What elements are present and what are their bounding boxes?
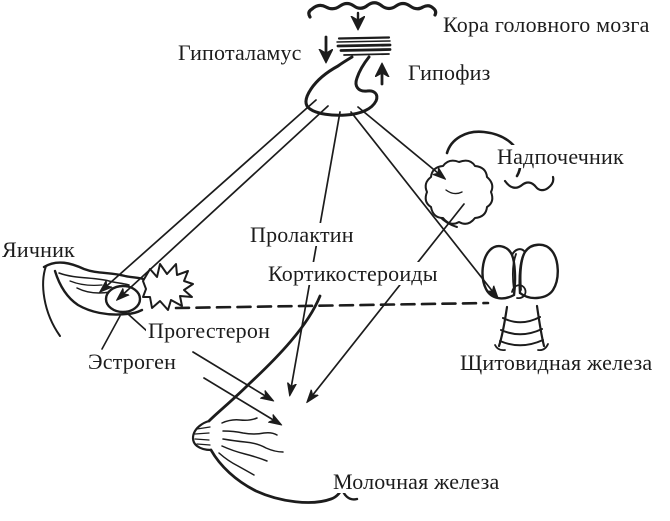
ovary-estrogen-connector (101, 315, 121, 350)
label-adrenal: Надпочечник (495, 144, 626, 169)
label-ovary: Яичник (0, 237, 77, 262)
label-estrogen: Эстроген (86, 349, 179, 374)
fimbria-icon (142, 263, 194, 311)
pituitary-to-ovary-arrow-2 (118, 105, 329, 299)
pituitary-to-ovary-arrow-1 (101, 99, 317, 291)
pituitary-to-adrenal-arrow (357, 106, 444, 178)
prolactin-arrow (290, 111, 341, 394)
corticosteroids-arrow (308, 203, 465, 401)
label-corticosteroids: Кортикостероиды (266, 261, 440, 286)
hypothalamus-icon (336, 36, 392, 56)
ovary-icon (42, 261, 194, 350)
mammary-gland-icon (191, 294, 359, 504)
label-pituitary: Гипофиз (406, 60, 493, 85)
progesterone-arrow (192, 351, 272, 400)
pituitary-icon (304, 55, 379, 117)
label-progesterone: Прогестерон (146, 318, 273, 343)
hormone-lines (101, 99, 497, 424)
estrogen-arrow (203, 377, 280, 424)
regulation-arrows (326, 11, 382, 86)
label-mammary: Молочная железа (331, 469, 502, 494)
pituitary-to-thyroid-arrow (350, 111, 497, 297)
label-cortex: Кора головного мозга (441, 12, 652, 37)
ovary-progesterone-connector (127, 313, 149, 333)
label-thyroid: Щитовидная железа (458, 350, 655, 375)
label-hypothalamus: Гипоталамус (176, 40, 304, 65)
thyroid-icon (481, 243, 559, 352)
cerebral-cortex-icon (307, 1, 438, 19)
ovary-thyroid-dashed-line (174, 301, 490, 310)
nipple-icon (191, 419, 213, 452)
label-prolactin: Пролактин (248, 222, 356, 247)
